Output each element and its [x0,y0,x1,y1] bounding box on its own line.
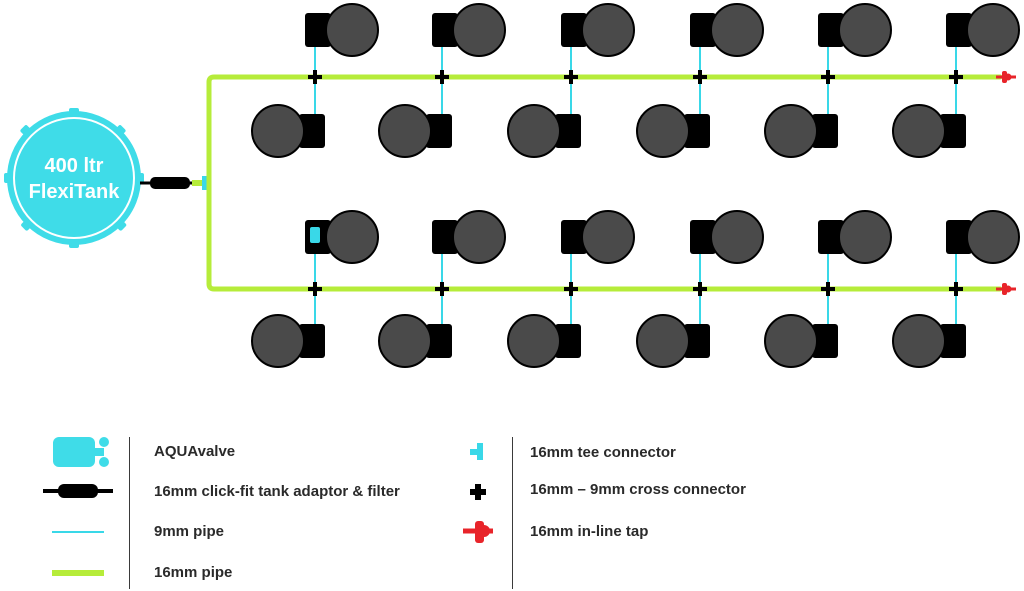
aquavalve-housing [555,324,581,358]
cross-connector [821,75,835,79]
plant-pot [325,3,379,57]
flexitank-clip [115,219,127,231]
plant-pot [764,314,818,368]
plant-pot [966,210,1020,264]
plant-pot [636,314,690,368]
plant-pot [378,104,432,158]
aquavalve-housing [940,114,966,148]
plant-pot [966,3,1020,57]
plant-pot [892,104,946,158]
flexitank-rim [13,117,135,239]
flexitank-label-line2: FlexiTank [29,181,121,203]
plant-pot [581,3,635,57]
tee-connector-icon [470,443,483,460]
aquavalve-housing [299,324,325,358]
cross-connector [435,75,449,79]
plant-pot [838,3,892,57]
tee-connector [202,176,210,190]
legend-label-tee: 16mm tee connector [530,444,676,461]
cross-connector [308,287,322,291]
in-line-tap [1004,285,1012,293]
legend-divider-right [512,437,513,589]
aquavalve-housing [818,13,844,47]
aquavalve-housing [818,220,844,254]
cross-connector [949,287,963,291]
aquavalve-housing [940,324,966,358]
flexitank-clip [4,173,12,183]
aquavalve-housing [426,114,452,148]
flexitank-label-line1: 400 ltr [45,155,104,177]
aquavalve-housing [305,13,331,47]
plant-pot [838,210,892,264]
flexitank-clip [69,240,79,248]
tank-adaptor-lime-stub [192,180,202,186]
legend-label-tap: 16mm in-line tap [530,523,649,540]
aquavalve-icon [53,437,109,467]
plant-pot [452,210,506,264]
plant-pot [452,3,506,57]
cross-connector [564,287,578,291]
tank-adaptor-filter [150,177,190,189]
flexitank-clip [114,125,126,137]
aquavalve-housing [946,220,972,254]
flexitank-clip [20,125,32,137]
legend-divider-left [129,437,130,589]
aquavalve-housing [684,324,710,358]
main-16mm-pipe [206,74,1003,292]
aquavalve-housing [299,114,325,148]
cross-connector [564,75,578,79]
flexitank-clip [136,173,144,183]
aquavalve-housing [561,13,587,47]
plant-pot [892,314,946,368]
cross-connector [693,287,707,291]
plant-pot [251,314,305,368]
aquavalve [310,227,320,243]
aquavalve-housing [946,13,972,47]
plant-pot [507,314,561,368]
cross-connector [693,75,707,79]
cross-connector [821,287,835,291]
aquavalve-housing [690,13,716,47]
cross-connector [949,75,963,79]
aquavalve-housing [812,324,838,358]
aquavalve-housing [684,114,710,148]
tank-adaptor-icon [43,484,113,498]
aquavalve-housing [555,114,581,148]
legend-label-cross: 16mm – 9mm cross connector [530,481,746,498]
legend-label-pipe-16mm: 16mm pipe [154,564,233,581]
plant-pot [636,104,690,158]
flexitank-clip [69,108,79,116]
plant-pot [325,210,379,264]
flexitank: 400 ltr FlexiTank [4,108,144,248]
aquavalve-housing [426,324,452,358]
in-line-tap [1004,73,1012,81]
legend-label-aquavalve: AQUAvalve [154,443,236,460]
plant-pot [764,104,818,158]
aquavalve-housing [561,220,587,254]
cross-connector [308,75,322,79]
legend-icons [43,437,493,576]
plant-pot [507,104,561,158]
flexitank-clip [21,219,33,231]
legend-label-pipe-9mm: 9mm pipe [154,523,225,540]
aquavalve-housing [432,220,458,254]
aquavalve-housing [812,114,838,148]
aquavalve-housing [432,13,458,47]
legend-label-tank-adaptor: 16mm click-fit tank adaptor & filter [154,483,400,500]
plant-pot [581,210,635,264]
in-line-tap-icon [463,521,493,543]
pot-rows [251,3,1020,368]
plant-pot [251,104,305,158]
plant-pot [710,3,764,57]
aquavalve-housing [690,220,716,254]
cross-connector-icon [470,484,486,500]
cross-connector [435,287,449,291]
plant-pot [378,314,432,368]
tank-adaptor [140,176,210,190]
plant-pot [710,210,764,264]
